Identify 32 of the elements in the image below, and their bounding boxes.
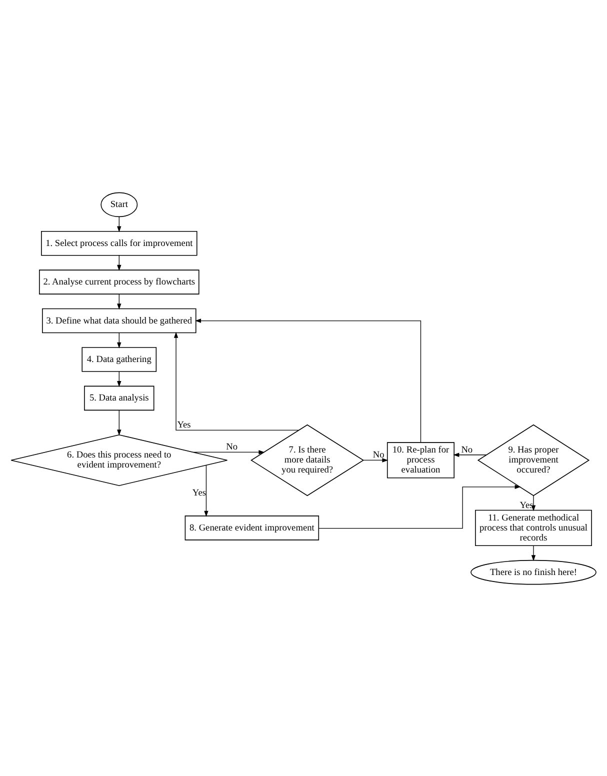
node-diamond: 9. Has proper improvement occured?: [477, 424, 590, 496]
arrow: [204, 464, 208, 516]
arrow: [531, 544, 536, 561]
node-diamond: 7. Is there more datails you required?: [250, 424, 364, 496]
edge-label: No: [461, 444, 473, 455]
node-box: 8. Generate evident improvement: [184, 515, 320, 540]
arrow: [117, 410, 122, 436]
arrow: [117, 254, 122, 270]
arrow: [195, 318, 422, 442]
arrow: [192, 450, 265, 454]
node-box: 3. Define what data should be gathered: [42, 308, 196, 333]
node-box: 4. Data gathering: [82, 346, 157, 372]
node-ellipse: There is no finish here!: [470, 559, 596, 584]
node-diamond: 6. Does this process need to evident improvement?: [10, 434, 228, 486]
arrow: [117, 216, 122, 232]
node-box: 5. Data analysis: [84, 385, 154, 410]
edge-label: No: [372, 450, 384, 460]
arrow: [453, 452, 487, 456]
node-ellipse: Start: [100, 192, 138, 217]
edge-label: Yes: [177, 420, 191, 430]
node-box: 11. Generate methodical process that controls unusual records: [475, 509, 592, 546]
node-box: 1. Select process calls for improvement: [41, 230, 198, 256]
arrow: [117, 370, 122, 387]
arrow: [318, 484, 521, 528]
edge-label: Yes: [192, 488, 206, 498]
arrow: [363, 458, 388, 462]
arrow: [117, 293, 122, 310]
node-box: 2. Analyse current process by flowcharts: [39, 269, 200, 294]
arrow: [174, 331, 300, 430]
edge-label: No: [226, 442, 238, 452]
arrow: [117, 332, 122, 348]
node-box: 10. Re-plan for process evaluation: [386, 442, 454, 478]
